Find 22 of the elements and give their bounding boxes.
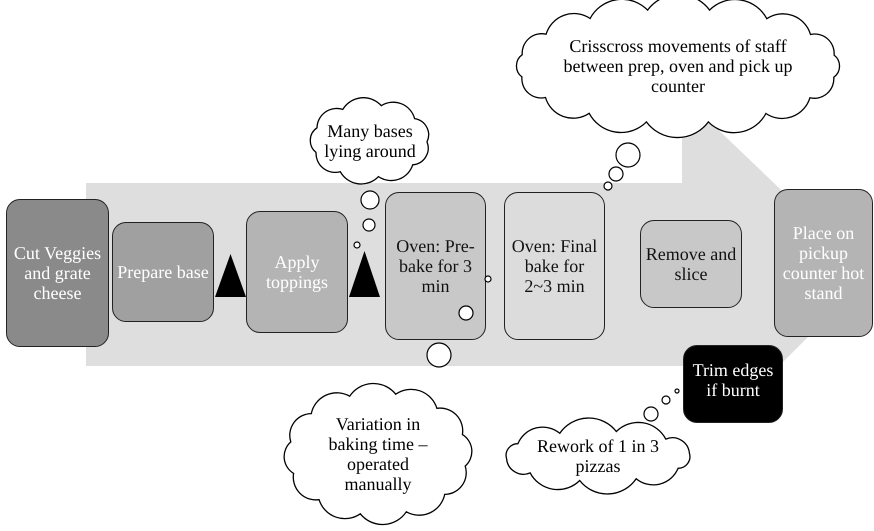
cloud-text: Rework of 1 in 3 pizzas xyxy=(536,436,660,476)
step-label: Place on pickup counter hot stand xyxy=(782,223,866,303)
step-label: Cut Veggies and grate cheese xyxy=(12,243,102,303)
process-box xyxy=(504,192,605,340)
process-box xyxy=(640,220,742,308)
process-box xyxy=(774,189,873,337)
cloud-text: Crisscross movements of staff between prep, oven and pick up counter xyxy=(562,36,794,96)
process-box xyxy=(683,345,783,423)
step-label: Apply toppings xyxy=(264,252,329,292)
process-box xyxy=(385,192,486,340)
inventory-triangle xyxy=(215,254,246,297)
step-label: Oven: Pre-bake for 3 min xyxy=(395,236,476,296)
step-label: Prepare base xyxy=(117,262,209,282)
cloud-text: Many bases lying around xyxy=(323,121,417,161)
step-label: Oven: Final bake for 2~3 min xyxy=(510,236,598,296)
inventory-triangle xyxy=(349,251,380,297)
process-box xyxy=(246,211,348,333)
step-label: Remove and slice xyxy=(645,244,737,284)
process-box xyxy=(6,199,109,347)
cloud-text: Variation in baking time – operated manually xyxy=(328,414,429,494)
process-box xyxy=(112,222,214,322)
step-label: Trim edges if burnt xyxy=(692,360,774,400)
